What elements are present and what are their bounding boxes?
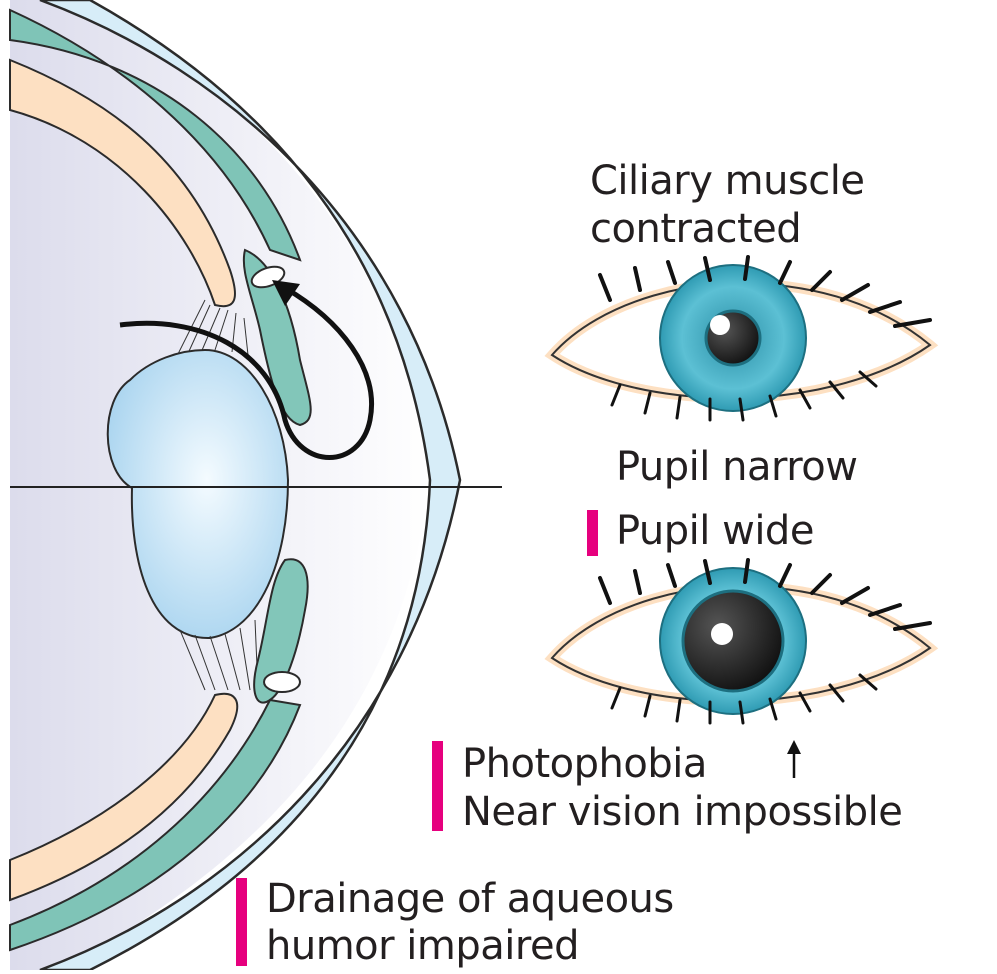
drainage-label: Drainage of aqueous: [266, 875, 674, 923]
eye-cross-section: [10, 0, 502, 970]
near-vision-label: Near vision impossible: [462, 788, 902, 836]
pupil-wide: [683, 591, 783, 691]
pupil-narrow-label: Pupil narrow: [616, 443, 857, 491]
highlight-wide: [711, 623, 733, 645]
eye-illustration-narrow: [552, 257, 930, 420]
photophobia-label: Photophobia: [462, 740, 707, 788]
pupil-wide-accent-bar: [587, 510, 598, 556]
up-arrow-icon: [787, 740, 801, 778]
drainage-accent-bar: [236, 878, 247, 966]
highlight-narrow: [710, 315, 730, 335]
schlemm-canal-lower: [264, 672, 300, 692]
contracted-label: contracted: [590, 205, 801, 253]
humor-impaired-label: humor impaired: [266, 922, 579, 970]
photophobia-accent-bar: [432, 741, 443, 831]
eye-illustration-wide: [552, 560, 930, 723]
pupil-wide-label: Pupil wide: [616, 507, 814, 555]
ciliary-muscle-label: Ciliary muscle: [590, 157, 864, 205]
